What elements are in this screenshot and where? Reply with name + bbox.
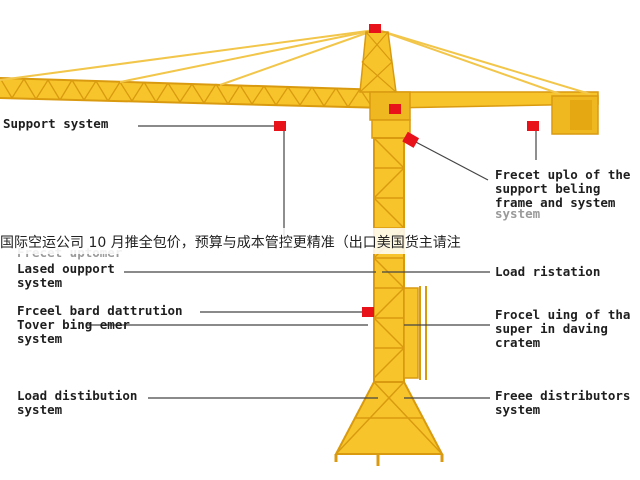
marker-slewing: [389, 104, 401, 114]
label-frecet-uplo-faded: system: [495, 206, 541, 221]
overlay-banner: [0, 228, 640, 254]
marker-points: [274, 24, 539, 317]
label-support-system: Support system: [3, 116, 109, 131]
marker-support: [274, 121, 286, 131]
label-lased-support: Lased oupport system: [17, 261, 115, 290]
crane-base: [334, 381, 444, 466]
crane-mast: [373, 137, 405, 387]
label-freee-distributors: Freee distributors system: [495, 388, 631, 417]
marker-frame: [402, 131, 420, 148]
crane-apex: [359, 31, 397, 93]
crane-slewing-unit: [369, 91, 411, 139]
label-load-distribution: Load distibution system: [17, 388, 138, 417]
callout-lines: [86, 125, 537, 399]
label-load-ristation: Load ristation: [495, 264, 601, 279]
marker-mast: [362, 307, 374, 317]
marker-counterweight: [527, 121, 539, 131]
marker-apex: [369, 24, 381, 33]
label-frceel-bard: Frceel bard dattrution: [17, 303, 183, 318]
label-frocel-uing: Frocel uing of tha super in daving crate…: [495, 307, 631, 350]
crane-counter-jib: [389, 91, 599, 135]
overlay-banner-text: 国际空运公司 10 月推全包价，预算与成本管控更精准（出口美国货主请注: [0, 235, 461, 251]
crane-climbing-frame: [403, 286, 427, 380]
label-frecet-uplo: Frecet uplo of the support beling frame …: [495, 167, 631, 210]
label-tover-bing: Tover bing emer system: [17, 317, 130, 346]
crane-jib: [0, 77, 386, 109]
pendant-cables: [0, 29, 591, 95]
